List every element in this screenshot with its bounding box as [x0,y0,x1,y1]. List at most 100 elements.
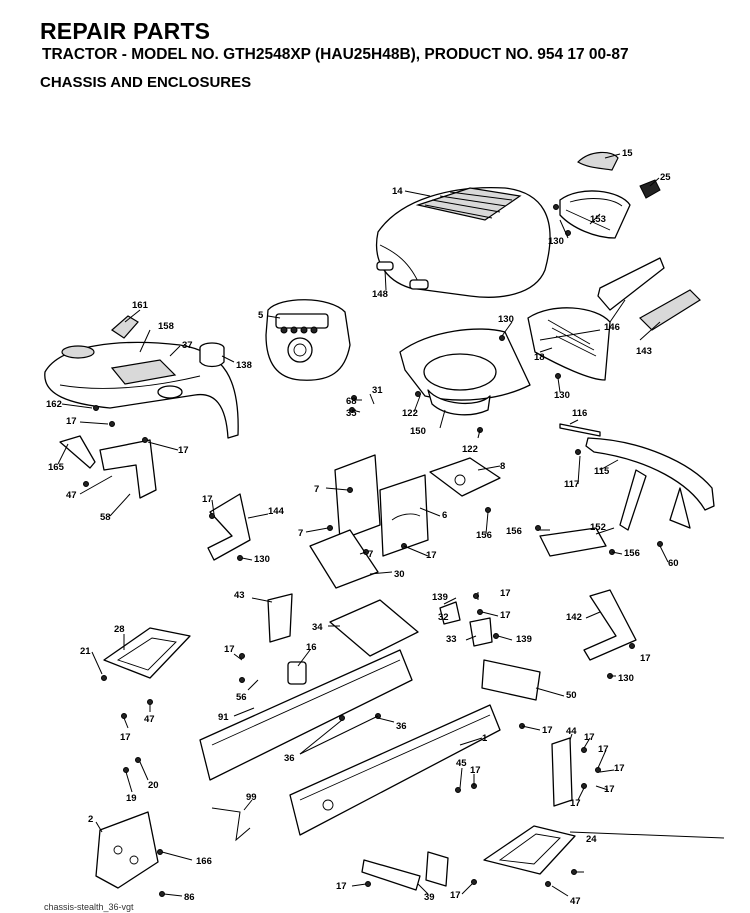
plate-34-part [329,599,419,657]
label-17-i: 17 [640,653,651,664]
panel-30-part [309,529,379,589]
label-1: 1 [482,733,488,744]
label-17-j: 17 [542,725,553,736]
label-45: 45 [456,758,467,769]
label-35: 35 [346,408,357,419]
label-16: 16 [306,642,317,653]
label-122-a: 122 [402,408,418,419]
label-31: 31 [372,385,383,396]
label-139-b: 139 [516,634,532,645]
label-56: 56 [236,692,247,703]
bracket-39-part [361,859,421,891]
label-17-d: 17 [202,494,213,505]
headlight-bar-part [539,527,607,557]
label-33: 33 [446,634,457,645]
label-21: 21 [80,646,91,657]
label-2: 2 [88,814,93,825]
label-17-q: 17 [336,881,347,892]
bracket-58-part [99,439,157,499]
label-15: 15 [622,148,633,159]
label-32: 32 [438,612,449,623]
label-165: 165 [48,462,65,473]
bracket-25-part [639,179,661,199]
label-17-f: 17 [500,610,511,621]
front-plate-2-part [95,811,159,889]
label-17-h: 17 [120,732,131,743]
label-44: 44 [566,726,577,737]
label-130-d: 130 [254,554,270,565]
label-7-c: 7 [368,549,373,560]
label-34: 34 [312,622,323,633]
label-150: 150 [410,426,426,437]
label-17-e: 17 [500,588,511,599]
model-line: TRACTOR - MODEL NO. GTH2548XP (HAU25H48B… [42,46,629,63]
label-30: 30 [394,569,405,580]
label-130-a: 130 [548,236,564,247]
label-28: 28 [114,624,125,635]
label-156-c: 156 [624,548,640,559]
frame-rail-1-part [289,704,501,836]
label-91: 91 [218,712,229,723]
rear-grille-18-part [527,307,611,381]
label-58: 58 [100,512,111,523]
label-17-c: 17 [426,550,437,561]
bracket-39b-part [425,851,449,887]
label-8: 8 [500,461,505,472]
label-153: 153 [590,214,606,225]
label-19: 19 [126,793,137,804]
bracket-44-part [551,737,573,807]
label-7-a: 7 [314,484,319,495]
cup-holder-part [199,342,225,368]
label-152: 152 [590,522,606,533]
label-166: 166 [196,856,212,867]
bracket-142-part [583,589,637,661]
section-title: CHASSIS AND ENCLOSURES [40,74,252,91]
label-36-a: 36 [396,721,407,732]
label-115: 115 [594,466,610,477]
label-17-p: 17 [604,784,615,795]
label-143: 143 [636,346,652,357]
label-156-a: 156 [476,530,492,541]
plate-16-part [287,661,307,685]
label-24: 24 [586,834,597,845]
label-161: 161 [132,300,149,311]
side-panel-146-part [597,257,665,311]
label-17-a: 17 [66,416,77,427]
label-144: 144 [268,506,285,517]
label-47-b: 47 [144,714,155,725]
label-17-b: 17 [178,445,189,456]
bracket-6-part [334,454,429,557]
bracket-165-part [59,435,96,469]
label-47-c: 47 [570,896,581,907]
label-17-m: 17 [614,763,625,774]
bracket-33-part [469,617,493,647]
bracket-50-part [481,659,541,701]
footrest-28-part [103,627,191,679]
label-130-e: 130 [618,673,634,684]
label-7-b: 7 [298,528,303,539]
mount-plate-8-part [429,457,501,497]
label-130-c: 130 [554,390,570,401]
seat-pan-part [399,328,531,416]
label-47-a: 47 [66,490,77,501]
side-panel-143-part [639,289,701,331]
label-5: 5 [258,310,264,321]
grille-153-part [559,190,631,239]
lever-99-part [211,807,251,842]
page-title: REPAIR PARTS [40,18,211,44]
bracket-144-part [207,493,251,561]
label-162: 162 [46,399,62,410]
bumper-part [585,437,715,531]
label-20: 20 [148,780,159,791]
part-labels: 15 25 14 153 130 148 146 143 161 5 158 3… [46,148,679,907]
label-138: 138 [236,360,252,371]
label-68: 68 [346,396,357,407]
label-43: 43 [234,590,245,601]
label-36-b: 36 [284,753,295,764]
label-25: 25 [660,172,671,183]
label-139-a: 139 [432,592,448,603]
bracket-32-part [439,601,461,625]
rod-116-part [559,423,601,437]
label-18: 18 [534,352,545,363]
